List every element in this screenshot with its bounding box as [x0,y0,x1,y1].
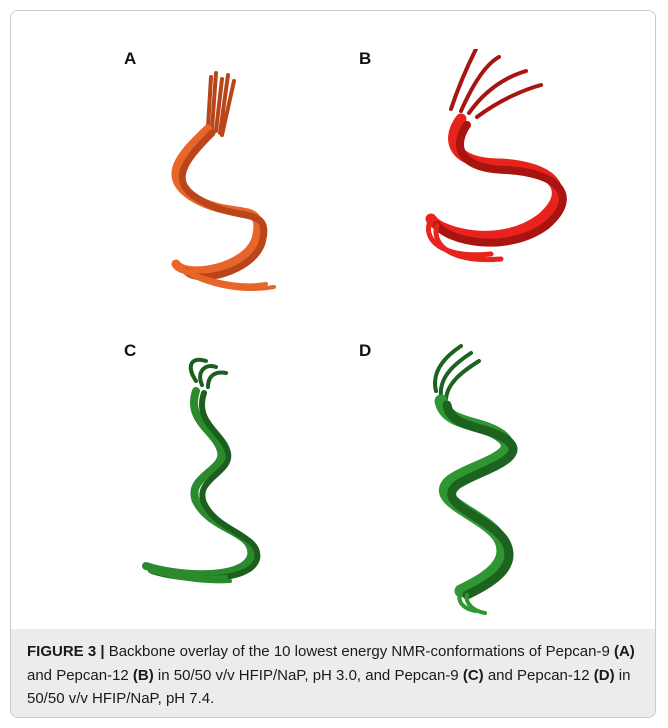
caption-ref-b: (B) [133,667,154,684]
panel-d: D [351,341,631,626]
caption-text-3: in 50/50 v/v HFIP/NaP, pH 3.0, and Pepca… [154,667,463,684]
caption-ref-c: (C) [463,667,484,684]
panel-b: B [351,49,631,334]
helix-structure-d [351,341,631,626]
caption-text-4: and Pepcan-12 [484,667,594,684]
caption-ref-a: (A) [614,643,635,660]
caption-text-1: Backbone overlay of the 10 lowest energy… [105,643,614,660]
caption-text-2: and Pepcan-12 [27,667,133,684]
figure-caption: FIGURE 3 | Backbone overlay of the 10 lo… [11,629,656,718]
figure-number: FIGURE 3 | [27,643,105,660]
helix-structure-b [351,49,631,334]
caption-ref-d: (D) [594,667,615,684]
figure-image-area: A B [11,11,656,629]
figure-frame: A B [10,10,656,718]
